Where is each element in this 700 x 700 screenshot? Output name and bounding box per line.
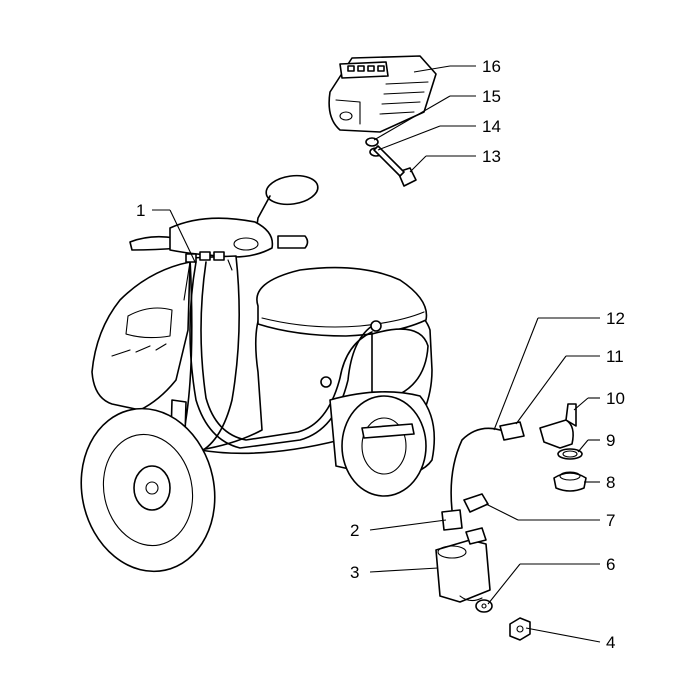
callout-1: 1 [136, 201, 145, 220]
callout-12: 12 [606, 309, 625, 328]
callout-10: 10 [606, 389, 625, 408]
scooter-drawing [80, 174, 436, 573]
callout-2: 2 [350, 521, 359, 540]
callout-15: 15 [482, 87, 501, 106]
callout-6: 6 [606, 555, 615, 574]
callout-labels: 1 2 3 4 6 7 8 9 10 11 12 13 14 15 16 [136, 57, 625, 652]
callout-9: 9 [606, 431, 615, 450]
callout-8: 8 [606, 473, 615, 492]
callout-7: 7 [606, 511, 615, 530]
callout-13: 13 [482, 147, 501, 166]
callout-3: 3 [350, 563, 359, 582]
leader-lines [152, 65, 601, 643]
callout-4: 4 [606, 633, 615, 652]
voltage-regulator-drawing [328, 55, 437, 187]
callout-14: 14 [482, 117, 501, 136]
callout-16: 16 [482, 57, 501, 76]
callout-11: 11 [606, 347, 624, 366]
ignition-parts-drawing [435, 403, 587, 641]
